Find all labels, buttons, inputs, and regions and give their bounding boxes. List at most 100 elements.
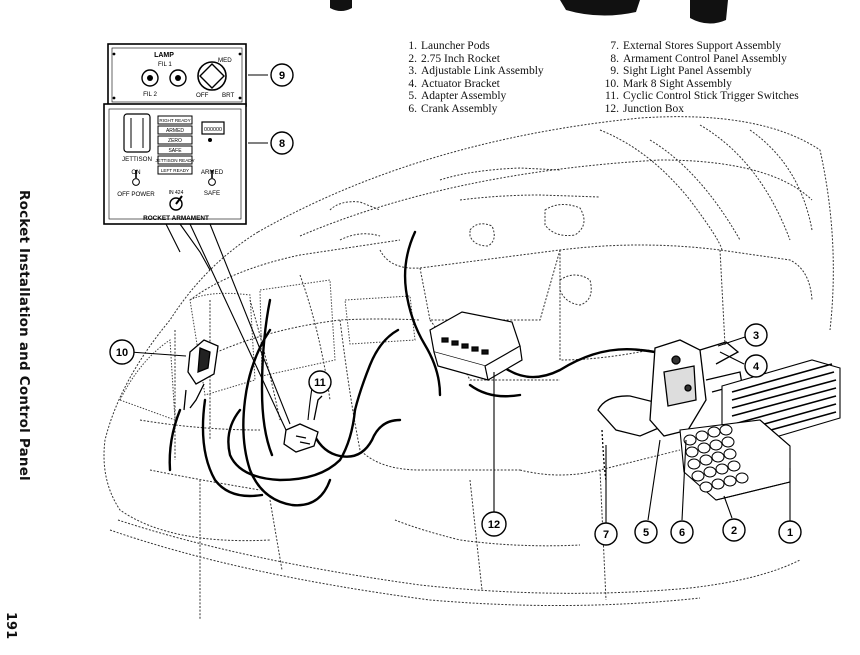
- cyclic-control-stick: [283, 395, 323, 453]
- callout-8: 8: [270, 131, 294, 155]
- svg-text:11: 11: [314, 377, 326, 389]
- legend-item-number: 8.: [610, 52, 619, 65]
- side-title-text: Rocket Installation and Control Panel: [16, 190, 32, 481]
- wiring-harness: [168, 230, 670, 507]
- legend-item-number: 12.: [604, 102, 619, 115]
- rocket-armament-label: ROCKET ARMAMENT: [143, 215, 209, 222]
- armament-control-panel: [103, 103, 247, 225]
- brt-label: BRT: [222, 92, 234, 99]
- svg-text:3: 3: [753, 330, 759, 342]
- legend-item-number: 3.: [408, 65, 417, 78]
- sight-panel-labels: LAMP FIL 1 FIL 2 MED OFF BRT: [143, 52, 234, 99]
- svg-text:9: 9: [279, 70, 285, 82]
- callout-4: 4: [744, 354, 768, 378]
- legend-item-label: Actuator Bracket: [421, 77, 500, 90]
- legend-item-label: Mark 8 Sight Assembly: [623, 77, 732, 90]
- sight-light-panel: [107, 43, 247, 107]
- legend-item: 8. Armament Control Panel Assembly: [603, 53, 799, 66]
- leader-lines: [129, 74, 791, 524]
- fil2-label: FIL 2: [143, 91, 157, 98]
- legend-item-label: Armament Control Panel Assembly: [623, 52, 787, 65]
- mark-8-sight: [183, 339, 219, 411]
- legend-item: 9. Sight Light Panel Assembly: [603, 65, 799, 78]
- legend-item-number: 10.: [604, 77, 619, 90]
- side-title: Rocket Installation and Control Panel: [16, 190, 48, 481]
- legend-item-number: 6.: [408, 102, 417, 115]
- callout-12: 12: [481, 511, 507, 537]
- legend-item-number: 9.: [610, 65, 619, 78]
- armament-panel-labels: JETTISON RIGHT READY ARMED ZERO SAFE JET…: [117, 118, 223, 222]
- junction-box: [429, 311, 523, 381]
- svg-text:6: 6: [679, 527, 685, 539]
- btn-safe: SAFE: [168, 148, 182, 154]
- callout-3: 3: [744, 323, 768, 347]
- callout-11: 11: [308, 370, 332, 394]
- page-number: 191: [0, 612, 20, 652]
- external-stores-support-assembly: [597, 339, 743, 481]
- cropped-title-fragments: [330, 0, 728, 24]
- med-label: MED: [218, 57, 232, 64]
- helicopter-fuselage: [103, 116, 834, 620]
- legend-item-number: 5.: [408, 90, 417, 103]
- btn-armed: ARMED: [166, 128, 184, 134]
- legend-item: 1. Launcher Pods: [401, 40, 544, 53]
- selector-label: IN 424: [169, 190, 184, 196]
- off-label: OFF: [196, 92, 209, 99]
- btn-left-ready: LEFT READY: [161, 168, 189, 173]
- legend-item: 10. Mark 8 Sight Assembly: [603, 78, 799, 91]
- legend-item: 11. Cyclic Control Stick Trigger Switches: [603, 90, 799, 103]
- legend-item-number: 4.: [408, 77, 417, 90]
- svg-text:2: 2: [731, 525, 737, 537]
- legend-item: 4. Actuator Bracket: [401, 78, 544, 91]
- callouts: 9 8 10 11 12 7 5 6 2 1 3 4: [109, 63, 802, 546]
- page-number-text: 191: [3, 612, 18, 640]
- legend-item: 5. Adapter Assembly: [401, 90, 544, 103]
- on-label: ON: [131, 169, 140, 176]
- legend-item-label: Junction Box: [623, 102, 685, 115]
- svg-text:4: 4: [753, 361, 760, 373]
- armed-label: ARMED: [201, 169, 224, 176]
- legend-item-label: Adjustable Link Assembly: [421, 65, 544, 78]
- callout-5: 5: [634, 520, 658, 544]
- btn-right-ready: RIGHT READY: [159, 118, 190, 123]
- btn-zero: ZERO: [168, 138, 182, 144]
- legend-item: 12. Junction Box: [603, 103, 799, 116]
- legend-item-label: Cyclic Control Stick Trigger Switches: [623, 90, 799, 103]
- jettison-label: JETTISON: [122, 156, 152, 163]
- legend-item-label: External Stores Support Assembly: [623, 40, 782, 52]
- legend-item-number: 11.: [605, 90, 619, 103]
- btn-jettison-ready: JETTISON READY: [155, 158, 194, 163]
- fil1-label: FIL 1: [158, 61, 172, 68]
- safe-label: SAFE: [204, 190, 220, 197]
- svg-text:7: 7: [603, 529, 609, 541]
- cockpit-windows: [119, 279, 416, 421]
- legend-item: 7. External Stores Support Assembly: [603, 40, 799, 53]
- off-power-label: OFF POWER: [117, 191, 155, 198]
- legend-item: 2.2.75 Inch Rocket: [401, 53, 544, 66]
- legend-item-number: 7.: [610, 40, 619, 52]
- legend-item: 3. Adjustable Link Assembly: [401, 65, 544, 78]
- callout-7: 7: [594, 522, 618, 546]
- legend-item-label: Adapter Assembly: [421, 90, 507, 103]
- legend-item-label: Sight Light Panel Assembly: [623, 65, 752, 78]
- svg-text:12: 12: [488, 519, 500, 531]
- counter-display: 000000: [204, 127, 222, 133]
- legend-item-number: 2.: [408, 52, 417, 65]
- lamp-label: LAMP: [154, 52, 174, 59]
- svg-text:8: 8: [279, 138, 285, 150]
- legend-item-label: Launcher Pods: [421, 40, 490, 52]
- svg-text:1: 1: [787, 527, 793, 539]
- launcher-pods: [679, 359, 841, 501]
- legend-item: 6. Crank Assembly: [401, 103, 544, 116]
- callout-10: 10: [109, 339, 135, 365]
- svg-text:10: 10: [116, 347, 128, 359]
- legend-item-label: Crank Assembly: [421, 102, 498, 115]
- callout-9: 9: [270, 63, 294, 87]
- callout-1: 1: [778, 520, 802, 544]
- parts-legend-right: 7. External Stores Support Assembly 8. Arma…: [603, 40, 799, 116]
- callout-6: 6: [670, 520, 694, 544]
- svg-text:5: 5: [643, 527, 649, 539]
- legend-item-number: 1.: [408, 40, 417, 52]
